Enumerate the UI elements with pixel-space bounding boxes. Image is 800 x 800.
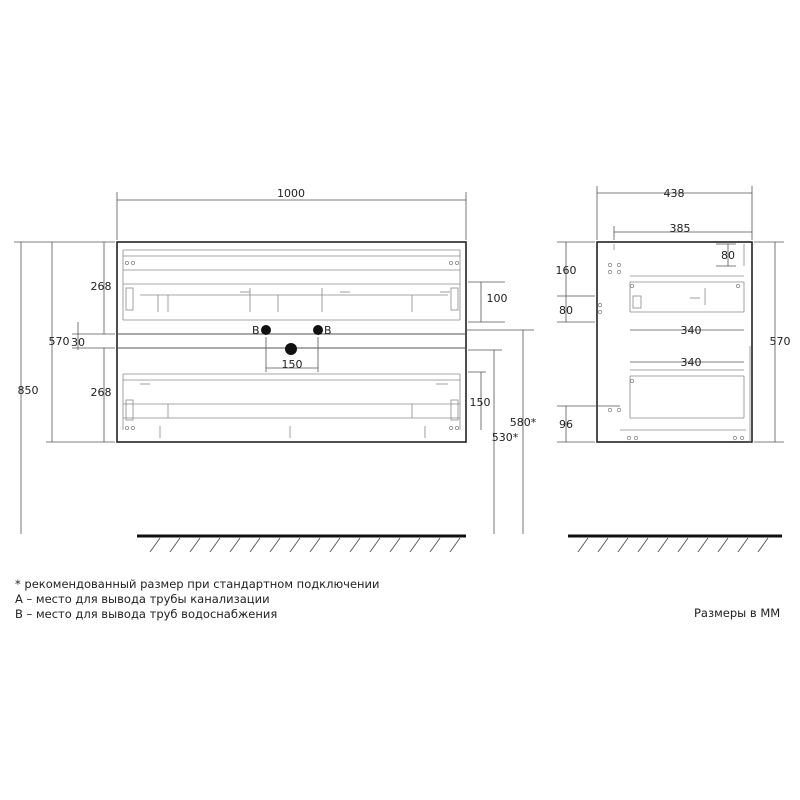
- front-bottom-drawer: [122, 373, 461, 438]
- floor-hatch-stroke: [597, 537, 609, 553]
- floor-hatch-stroke: [289, 537, 301, 553]
- floor-hatch-stroke: [757, 537, 769, 553]
- dim-total-height: 850: [18, 384, 39, 397]
- dim-recommended-530: 530*: [492, 431, 519, 444]
- dim-front-width: 1000: [277, 187, 305, 200]
- legend-notes: * рекомендованный размер при стандартном…: [15, 577, 380, 622]
- floor-hatch-stroke: [449, 537, 461, 553]
- floor-hatch-stroke: [149, 537, 161, 553]
- front-view: B B 1000 850 570 30 268 268 100: [14, 187, 537, 553]
- pipe-b-left-label: B: [252, 324, 260, 337]
- front-floor-hatch: [149, 537, 461, 553]
- side-view: 438 385 80 160 80 340 340 96 5: [556, 186, 791, 553]
- pipe-a-marker: [285, 343, 297, 355]
- note-a: А – место для вывода трубы канализации: [15, 592, 270, 606]
- dim-side-340-bottom: 340: [681, 356, 702, 369]
- dim-side-inner-depth: 385: [670, 222, 691, 235]
- floor-hatch-stroke: [737, 537, 749, 553]
- side-cabinet-outline: [596, 241, 753, 443]
- dim-top-drawer: 268: [91, 280, 112, 293]
- floor-hatch-stroke: [657, 537, 669, 553]
- front-cabinet-outline: [116, 241, 467, 443]
- floor-hatch-stroke: [349, 537, 361, 553]
- floor-hatch-stroke: [369, 537, 381, 553]
- floor-hatch-stroke: [717, 537, 729, 553]
- floor-hatch-stroke: [389, 537, 401, 553]
- floor-hatch-stroke: [697, 537, 709, 553]
- floor-hatch-stroke: [329, 537, 341, 553]
- floor-hatch-stroke: [189, 537, 201, 553]
- floor-hatch-stroke: [209, 537, 221, 553]
- pipe-b-left-marker: [261, 325, 271, 335]
- dim-side-80-left: 80: [559, 304, 573, 317]
- floor-hatch-stroke: [249, 537, 261, 553]
- dim-side-160: 160: [556, 264, 577, 277]
- floor-hatch-stroke: [677, 537, 689, 553]
- floor-hatch-stroke: [577, 537, 589, 553]
- note-recommended: * рекомендованный размер при стандартном…: [15, 577, 380, 591]
- dim-side-80-top: 80: [721, 249, 735, 262]
- pipe-b-right-marker: [313, 325, 323, 335]
- dim-side-96: 96: [559, 418, 573, 431]
- dim-side-body-height: 570: [770, 335, 791, 348]
- floor-hatch-stroke: [229, 537, 241, 553]
- dim-recommended-580: 580*: [510, 416, 537, 429]
- floor-hatch-stroke: [269, 537, 281, 553]
- floor-hatch-stroke: [169, 537, 181, 553]
- floor-hatch-stroke: [409, 537, 421, 553]
- dim-pipe-spacing: 150: [282, 358, 303, 371]
- side-floor-hatch: [577, 537, 769, 553]
- dim-side-340-top: 340: [681, 324, 702, 337]
- front-top-drawer: [122, 249, 461, 321]
- pipe-b-right-label: B: [324, 324, 332, 337]
- floor-hatch-stroke: [429, 537, 441, 553]
- dim-drawer-pipe-zone: 150: [470, 396, 491, 409]
- note-b: В – место для вывода труб водоснабжения: [15, 607, 278, 621]
- dim-pipe-zone: 100: [487, 292, 508, 305]
- floor-hatch-stroke: [617, 537, 629, 553]
- floor-hatch-stroke: [309, 537, 321, 553]
- units-label: Размеры в ММ: [694, 606, 781, 620]
- dim-side-depth: 438: [664, 187, 685, 200]
- dim-bottom-drawer: 268: [91, 386, 112, 399]
- floor-hatch-stroke: [637, 537, 649, 553]
- side-internals: [597, 244, 751, 442]
- dim-front-gap: 30: [71, 336, 85, 349]
- dim-front-body-height: 570: [49, 335, 70, 348]
